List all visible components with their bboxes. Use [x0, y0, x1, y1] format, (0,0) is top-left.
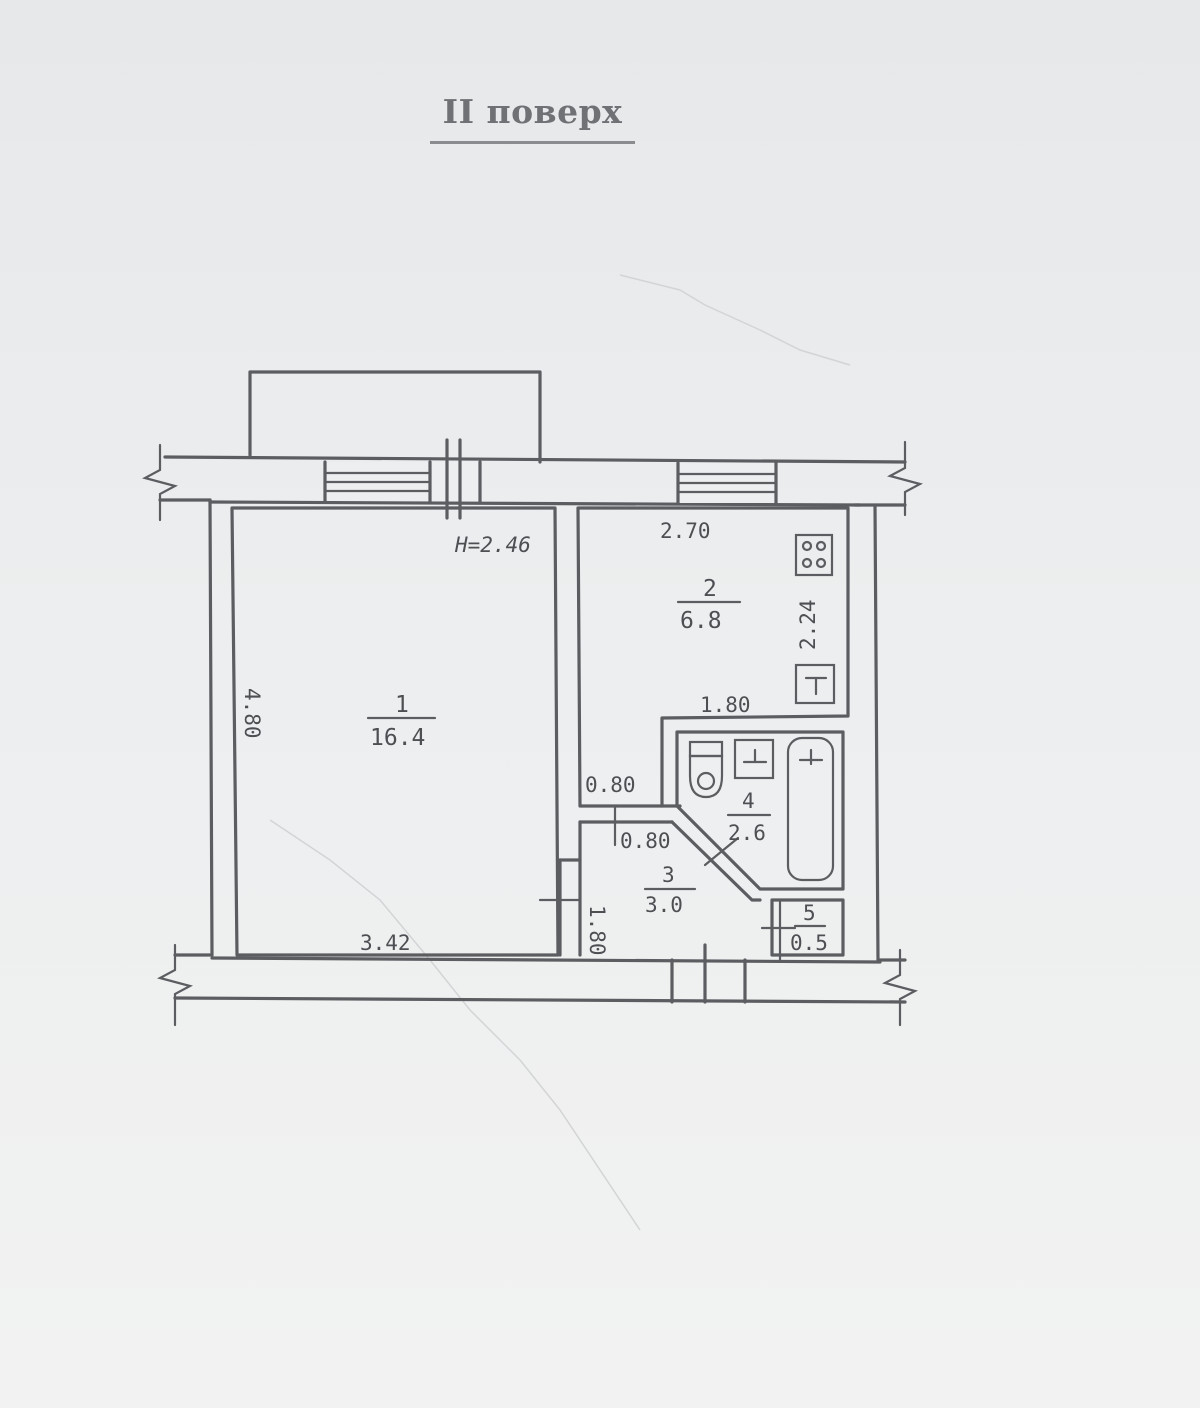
hall-width-label: 1.80: [585, 905, 609, 956]
room-4-outline: [675, 730, 845, 891]
balcony: [248, 370, 542, 464]
ceiling-height-label: H=2.46: [454, 533, 531, 557]
toilet-icon: [688, 740, 724, 799]
outer-top-wall: [163, 438, 907, 520]
room-1-length-label: 4.80: [240, 688, 264, 739]
room-5-area: 0.5: [790, 931, 828, 955]
room-4-area: 2.6: [728, 821, 766, 845]
room-2-outline: [576, 506, 850, 808]
room-3-area: 3.0: [645, 893, 683, 917]
bath-width-label: 1.80: [700, 693, 751, 717]
floor-title: II поверх: [442, 92, 623, 131]
room-2-number: 2: [703, 576, 717, 602]
paper-crease: [269, 819, 641, 1231]
kitchen-width-label: 2.70: [660, 519, 711, 543]
room-1-number: 1: [395, 692, 409, 718]
room-1-width-label: 3.42: [360, 931, 411, 955]
room-5-number: 5: [803, 901, 816, 925]
kitchen-depth-label: 2.24: [796, 599, 820, 650]
room-3-outline: [538, 804, 682, 957]
room-1-area: 16.4: [370, 725, 425, 751]
bathtub-icon: [786, 736, 835, 882]
bathroom-diagonal-wall: [670, 820, 762, 902]
opening-top-label: 0.80: [585, 773, 636, 797]
room-3-number: 3: [662, 863, 675, 887]
paper-crease: [619, 274, 851, 366]
room-1-outline: [230, 506, 560, 957]
washbasin-icon: [733, 738, 775, 780]
outer-bottom-wall: [173, 943, 907, 1004]
room-4-number: 4: [742, 789, 755, 813]
room-2-area: 6.8: [680, 608, 722, 634]
outer-side-walls: [158, 498, 907, 962]
room-5-outline: [770, 898, 845, 957]
opening-bottom-label: 0.80: [620, 829, 671, 853]
bathroom-door-mark: [703, 836, 740, 867]
stove-icon: [794, 533, 834, 577]
kitchen-sink-icon: [794, 663, 836, 705]
title-underline: [430, 141, 635, 144]
